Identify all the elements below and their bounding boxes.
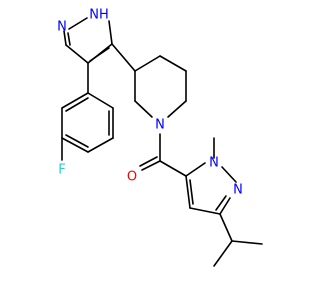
bond [61, 92, 89, 109]
atom-label-n: N [233, 183, 243, 198]
bond [63, 30, 67, 46]
bond [219, 197, 231, 215]
atom-label-nh: NH [89, 8, 109, 23]
bond [65, 97, 89, 112]
piperidine-ring [111, 43, 187, 118]
bond [65, 134, 89, 148]
bond [134, 55, 161, 72]
bond [68, 17, 88, 30]
bond [221, 166, 237, 183]
bond [219, 213, 233, 242]
bond [87, 92, 114, 109]
atom-label-f: F [58, 163, 65, 178]
atom-label-n: N [209, 156, 219, 171]
bond [231, 240, 263, 245]
bond [139, 156, 158, 167]
bond [65, 44, 89, 64]
bond [213, 240, 233, 267]
bond [189, 207, 221, 215]
atom-label-o: O [127, 170, 137, 185]
bond [61, 137, 89, 153]
bond [87, 137, 114, 153]
bond [67, 32, 71, 46]
bond [185, 175, 191, 209]
bond [189, 179, 194, 205]
bond [159, 55, 187, 72]
atom-label-n: N [57, 20, 67, 35]
upper-pyrazole-ring [63, 17, 113, 64]
bond [141, 160, 161, 171]
fluorophenyl-ring [61, 62, 114, 161]
molecule-structure-diagram: NH N F N O N N [57, 8, 263, 267]
bond [159, 160, 187, 177]
atom-label-n: N [155, 118, 165, 133]
bond [89, 47, 110, 62]
bond [185, 162, 206, 177]
bond [134, 100, 153, 118]
isopropyl-group [213, 213, 263, 267]
bond [108, 20, 113, 45]
lower-pyrazole-ring [185, 137, 237, 215]
bond [167, 100, 187, 118]
bond [215, 195, 227, 211]
bond [111, 43, 136, 72]
carbonyl-group [139, 133, 187, 177]
